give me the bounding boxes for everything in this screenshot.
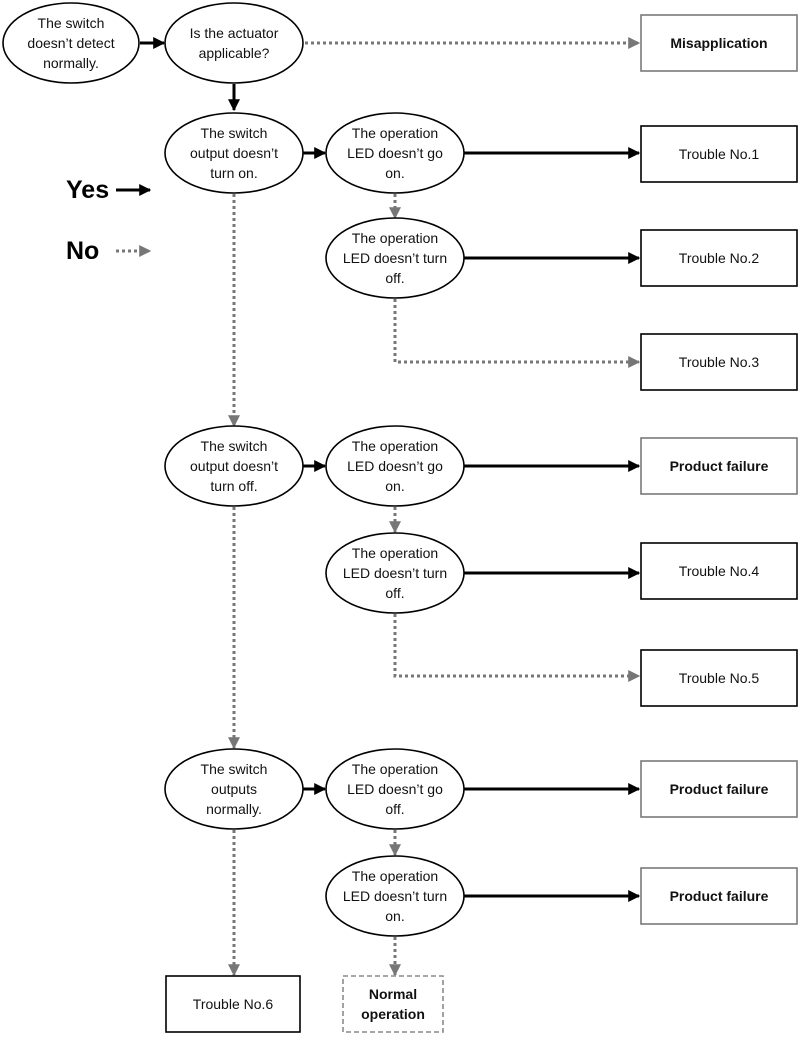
svg-text:Trouble No.6: Trouble No.6 — [193, 996, 274, 1012]
label-line: The operation — [352, 761, 438, 777]
label-line: Misapplication — [670, 35, 767, 51]
outcome-misapplication: Misapplication — [640, 14, 798, 72]
outcome-normal-operation: Normal operation — [342, 975, 444, 1033]
label-line: The operation — [352, 438, 438, 454]
label-line: applicable? — [199, 45, 270, 61]
label-line: The switch — [201, 125, 268, 141]
label-line: Trouble No.2 — [679, 250, 760, 266]
decision-nodes: The switch doesn’t detect normally. Is the… — [2, 2, 465, 937]
node-output-doesnt-turn-off: The switch output doesn’t turn off. — [164, 425, 304, 507]
legend-no-label: No — [66, 237, 99, 265]
label-line: off. — [385, 270, 404, 286]
legend: Yes No — [66, 176, 152, 265]
outcome-trouble-2: Trouble No.2 — [640, 229, 798, 287]
svg-text:Product failure: Product failure — [670, 458, 769, 474]
label-line: LED doesn’t go — [347, 458, 443, 474]
label-line: The operation — [352, 868, 438, 884]
svg-text:Product failure: Product failure — [670, 888, 769, 904]
label-line: Trouble No.1 — [679, 146, 760, 162]
outcome-product-failure-2: Product failure — [640, 760, 798, 818]
node-actuator-question: Is the actuator applicable? — [164, 2, 304, 84]
legend-yes-label: Yes — [66, 176, 109, 204]
outcome-trouble-4: Trouble No.4 — [640, 542, 798, 600]
outcome-trouble-3: Trouble No.3 — [640, 333, 798, 391]
svg-text:Trouble No.5: Trouble No.5 — [679, 670, 760, 686]
label-line: Product failure — [670, 888, 769, 904]
label-line: output doesn’t — [190, 458, 278, 474]
label-line: The operation — [352, 230, 438, 246]
svg-text:Trouble No.1: Trouble No.1 — [679, 146, 760, 162]
label-line: LED doesn’t go — [347, 145, 443, 161]
label-line: turn on. — [210, 165, 257, 181]
edge-led-off-1-to-trouble3 — [393, 299, 641, 368]
label-line: output doesn’t — [190, 145, 278, 161]
outcome-trouble-6: Trouble No.6 — [165, 975, 301, 1033]
label-line: off. — [385, 801, 404, 817]
label-line: The switch — [38, 15, 105, 31]
label-line: The switch — [201, 438, 268, 454]
svg-text:Trouble No.3: Trouble No.3 — [679, 354, 760, 370]
outcome-trouble-5: Trouble No.5 — [640, 649, 798, 707]
label-line: normally. — [206, 801, 262, 817]
outcome-product-failure-3: Product failure — [640, 867, 798, 925]
label-line: Trouble No.6 — [193, 996, 274, 1012]
label-line: The operation — [352, 545, 438, 561]
label-line: normally. — [43, 55, 99, 71]
label-line: LED doesn’t turn — [343, 565, 447, 581]
outcome-product-failure-1: Product failure — [640, 437, 798, 495]
label-line: LED doesn’t turn — [343, 250, 447, 266]
label-line: doesn’t detect — [27, 35, 114, 51]
label-line: Normal — [369, 986, 417, 1002]
label-line: Is the actuator — [190, 25, 279, 41]
outcome-boxes: Misapplication Trouble No.1 Trouble No.2… — [165, 14, 798, 1033]
label-line: The operation — [352, 125, 438, 141]
edge-led-off-2-to-trouble5 — [393, 614, 641, 682]
label-line: Trouble No.3 — [679, 354, 760, 370]
label-line: on. — [385, 165, 404, 181]
connectors — [140, 37, 641, 977]
label-line: Product failure — [670, 781, 769, 797]
svg-text:Trouble No.4: Trouble No.4 — [679, 563, 760, 579]
label-line: turn off. — [210, 478, 257, 494]
node-start: The switch doesn’t detect normally. — [2, 2, 140, 84]
svg-text:Misapplication: Misapplication — [670, 35, 767, 51]
label-line: operation — [361, 1006, 425, 1022]
label-line: Product failure — [670, 458, 769, 474]
svg-text:Trouble No.2: Trouble No.2 — [679, 250, 760, 266]
label-line: on. — [385, 908, 404, 924]
label-line: off. — [385, 585, 404, 601]
label-line: Trouble No.4 — [679, 563, 760, 579]
node-output-doesnt-turn-on: The switch output doesn’t turn on. — [164, 112, 304, 194]
node-output-normal: The switch outputs normally. — [164, 748, 304, 830]
outcome-trouble-1: Trouble No.1 — [640, 125, 798, 183]
svg-text:Product failure: Product failure — [670, 781, 769, 797]
label-line: LED doesn’t turn — [343, 888, 447, 904]
label-line: LED doesn’t go — [347, 781, 443, 797]
label-line: outputs — [211, 781, 257, 797]
label-line: Trouble No.5 — [679, 670, 760, 686]
label-line: The switch — [201, 761, 268, 777]
label-line: on. — [385, 478, 404, 494]
